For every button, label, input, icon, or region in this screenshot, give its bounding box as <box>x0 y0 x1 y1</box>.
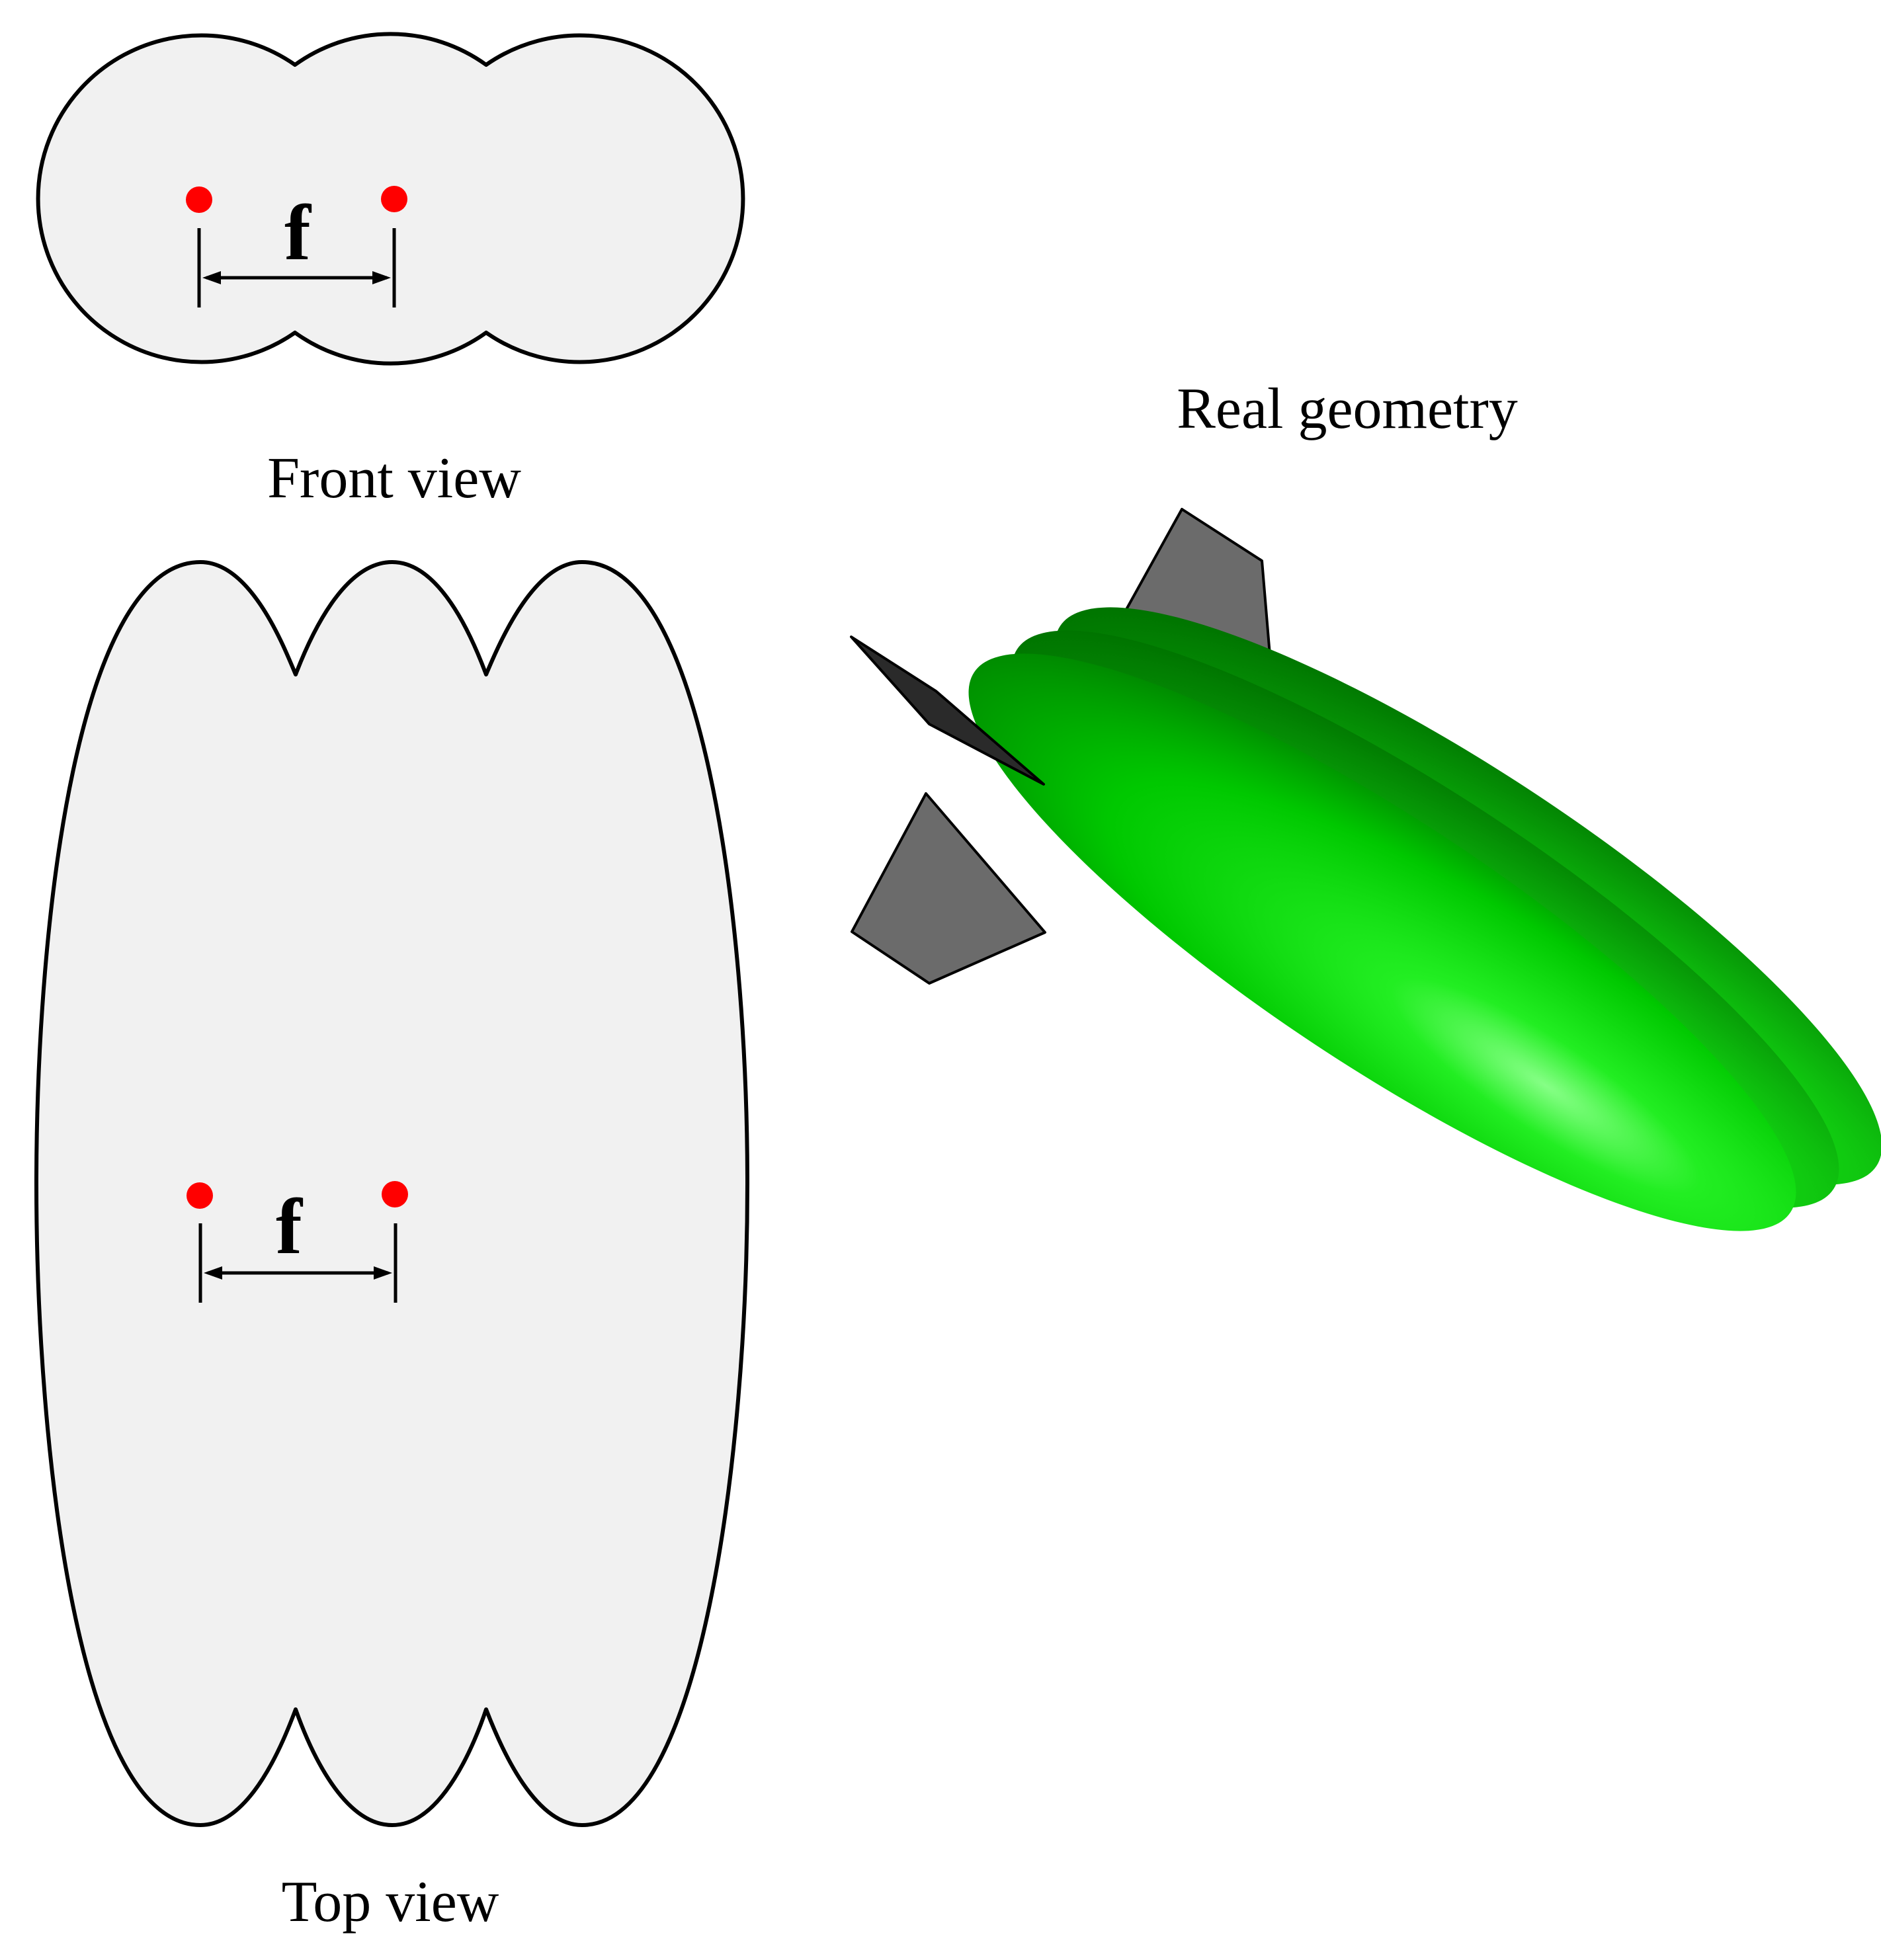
arrowhead-right <box>374 1266 392 1280</box>
focus-point-right <box>382 1181 408 1207</box>
front-view-caption: Front view <box>267 446 521 510</box>
front-view: f Front view <box>36 32 745 510</box>
focus-point-right <box>381 186 407 212</box>
arrowhead-left <box>204 1266 222 1280</box>
arrowhead-right <box>372 271 391 284</box>
hull-lobe-front <box>968 653 1796 1231</box>
focus-point-left <box>186 186 212 213</box>
lower-fin <box>851 792 1046 985</box>
arrowhead-left <box>202 271 221 284</box>
top-view-caption: Top view <box>282 1870 499 1934</box>
top-dimension-label: f <box>276 1182 304 1270</box>
real-geometry: Real geometry <box>850 377 1881 1231</box>
focus-point-left <box>187 1182 213 1209</box>
front-dimension-label: f <box>284 188 312 276</box>
real-geometry-caption: Real geometry <box>1177 377 1518 441</box>
side-fin <box>850 635 1045 786</box>
top-view: f Top view <box>34 560 749 1934</box>
